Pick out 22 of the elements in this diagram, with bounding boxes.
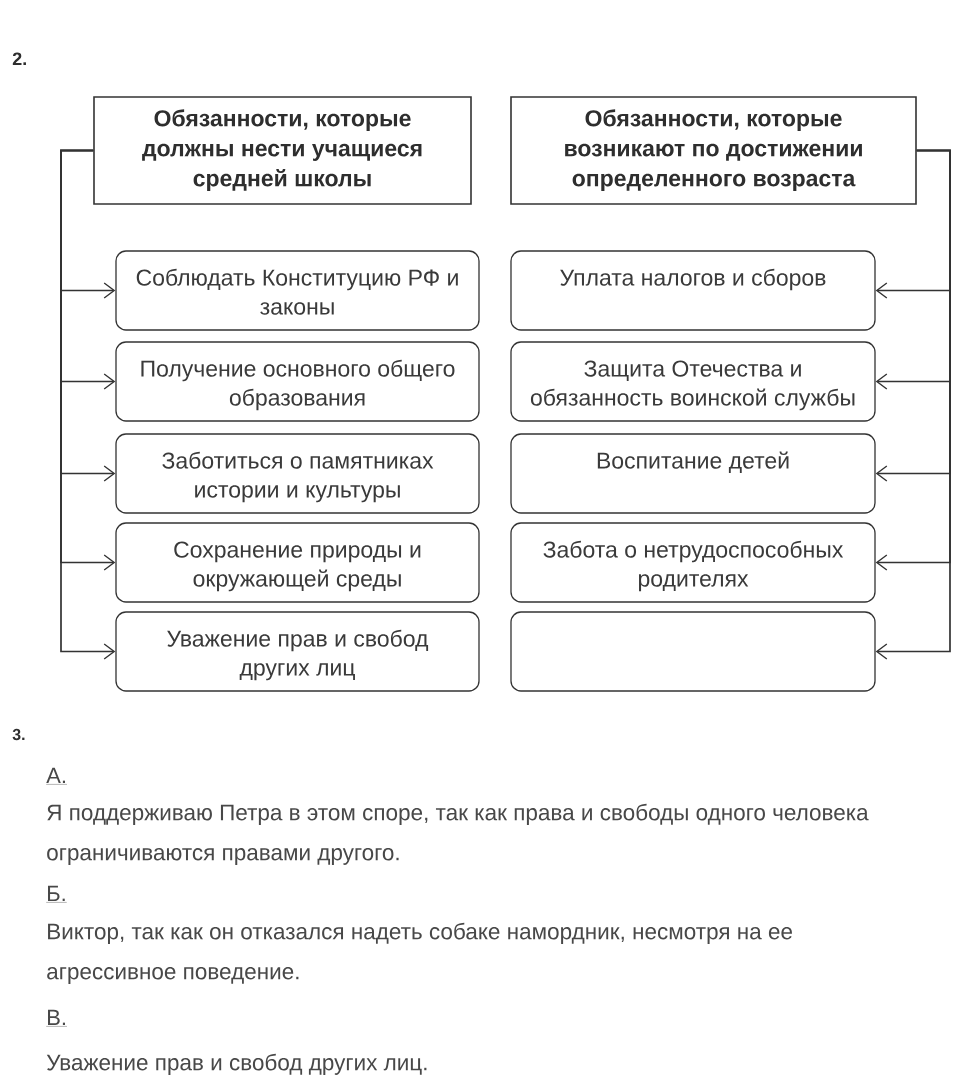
heading-box: Обязанности, которые возникают по достижении определенного возраста xyxy=(510,96,917,205)
question-number: 3. xyxy=(12,728,25,741)
arrow xyxy=(875,149,951,660)
question-number: 2. xyxy=(12,52,26,65)
answer-letter: Б. xyxy=(46,885,67,903)
duty-box: Уважение прав и свобод других лиц xyxy=(115,611,480,692)
answer-letter: В. xyxy=(46,1009,68,1027)
empty-box xyxy=(510,611,876,692)
heading-box: Обязанности, которые должны нести учащиеся средней школы xyxy=(93,96,472,205)
arrow xyxy=(60,149,116,660)
duty-box: Воспитание детей xyxy=(510,433,876,514)
duty-box: Защита Отечества и обязанность воинской службы xyxy=(510,341,876,422)
duty-box: Сохранение природы и окружающей среды xyxy=(115,522,480,603)
answer-text: Я поддерживаю Петра в этом споре, так как права и свободы одного человека ограничиваются правами другого. xyxy=(47,803,869,865)
answer-text: Уважение прав и свобод других лиц. xyxy=(46,1053,427,1075)
duty-box: Заботиться о памятниках истории и культуры xyxy=(115,433,480,514)
duty-box: Получение основного общего образования xyxy=(115,341,480,422)
answer-letter: А. xyxy=(46,767,68,785)
duty-box: Забота о нетрудоспособных родителях xyxy=(510,522,876,603)
duty-box: Уплата налогов и сборов xyxy=(510,250,876,331)
answer-text: Виктор, так как он отказался надеть собаке намордник, несмотря на ее агрессивное поведение. xyxy=(47,922,792,984)
duty-box: Соблюдать Конституцию РФ и законы xyxy=(115,250,480,331)
